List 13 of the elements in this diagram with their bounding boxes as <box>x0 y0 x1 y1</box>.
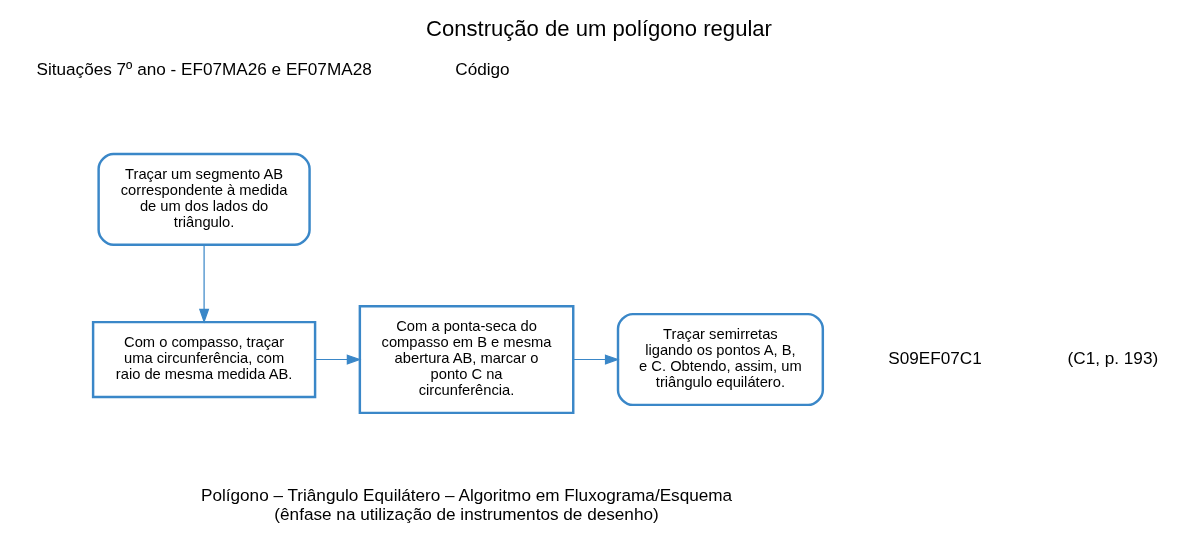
label: Código <box>454 58 510 79</box>
node-box: Com a ponta-seca do compasso em B e mesma abertura AB, marcar o ponto C na circunferência. <box>358 304 574 415</box>
arrow <box>198 244 209 324</box>
label: S09EF07C1 <box>887 348 982 369</box>
arrow <box>314 354 361 365</box>
label: Situações 7º ano - EF07MA26 e EF07MA28 <box>35 58 372 79</box>
node-box: Traçar um segmento AB correspondente à medida de um dos lados do triângulo. <box>96 152 311 247</box>
caption: Polígono – Triângulo Equilátero – Algoritmo em Fluxograma/Esquema (ênfase na utilização de instrumentos de desenho) <box>200 485 732 524</box>
label: (C1, p. 193) <box>1067 348 1158 369</box>
diagram-title: Construção de um polígono regular <box>425 15 772 41</box>
arrow <box>572 354 620 365</box>
node-box: Com o compasso, traçar uma circunferência, com raio de mesma medida AB. <box>91 320 316 399</box>
node-box: Traçar semirretas ligando os pontos A, B, e C. Obtendo, assim, um triângulo equilátero. <box>616 312 824 407</box>
